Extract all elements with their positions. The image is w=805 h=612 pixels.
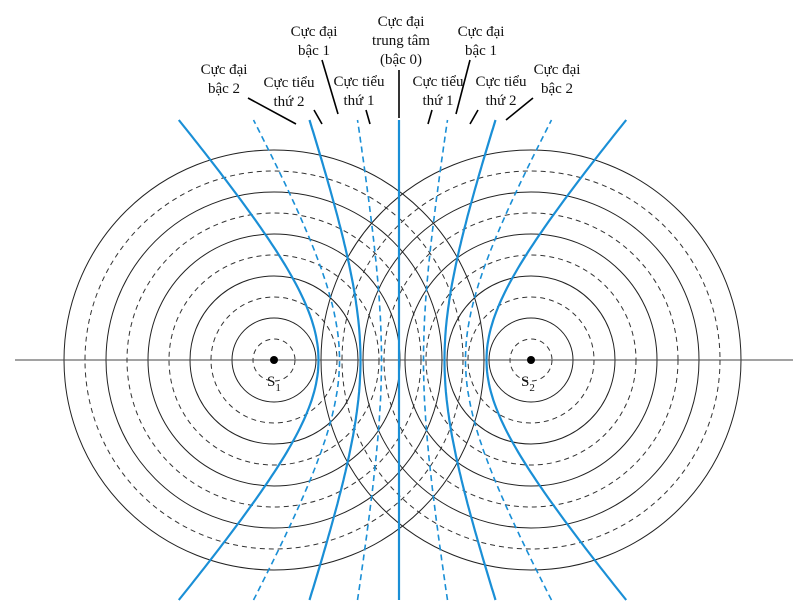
label-min1-right: Cực tiểu thứ 1: [412, 74, 464, 109]
svg-text:Cực đại: Cực đại: [291, 24, 338, 40]
svg-text:bậc 1: bậc 1: [465, 43, 497, 59]
svg-text:Cực tiểu: Cực tiểu: [333, 74, 385, 90]
svg-text:bậc 2: bậc 2: [541, 81, 573, 97]
label-min2-left: Cực tiểu thứ 2: [263, 75, 315, 110]
svg-text:thứ 2: thứ 2: [273, 94, 304, 110]
label-max1-left: Cực đại bậc 1: [291, 24, 338, 59]
label-leader-lines: [247, 59, 534, 125]
svg-text:Cực đại: Cực đại: [201, 62, 248, 78]
leader-line-min2-right: [469, 109, 479, 125]
svg-text:Cực tiểu: Cực tiểu: [475, 74, 527, 90]
label-max1-right: Cực đại bậc 1: [458, 24, 505, 59]
min2-right-curve: [464, 119, 553, 601]
max2-left-curve: [177, 119, 320, 601]
svg-text:Cực tiểu: Cực tiểu: [263, 75, 315, 91]
max1-right-curve: [443, 119, 497, 601]
svg-text:thứ 1: thứ 1: [422, 93, 453, 109]
svg-text:thứ 1: thứ 1: [343, 93, 374, 109]
source-dot-s1: [270, 356, 278, 364]
svg-text:trung tâm: trung tâm: [372, 33, 430, 49]
svg-text:Cực đại: Cực đại: [534, 62, 581, 78]
min1-left-curve: [356, 119, 383, 601]
leader-line-min2-left: [313, 109, 323, 125]
svg-text:Cực đại: Cực đại: [458, 24, 505, 40]
label-max0: Cực đại trung tâm (bậc 0): [372, 14, 430, 68]
leader-line-min1-right: [427, 109, 433, 125]
svg-text:bậc 2: bậc 2: [208, 81, 240, 97]
label-max2-left: Cực đại bậc 2: [201, 62, 248, 97]
label-min1-left: Cực tiểu thứ 1: [333, 74, 385, 109]
min1-right-curve: [422, 119, 449, 601]
interference-lines: [177, 119, 628, 601]
leader-line-max1-left: [321, 59, 339, 115]
source-label-s1: S1: [267, 374, 281, 394]
leader-line-max2-left: [247, 97, 297, 125]
max2-right-curve: [485, 119, 628, 601]
svg-text:Cực tiểu: Cực tiểu: [412, 74, 464, 90]
max1-left-curve: [308, 119, 362, 601]
svg-text:thứ 2: thứ 2: [485, 93, 516, 109]
leader-line-min1-left: [365, 109, 371, 125]
source-label-s2: S2: [521, 374, 535, 394]
svg-text:Cực đại: Cực đại: [378, 14, 425, 30]
label-min2-right: Cực tiểu thứ 2: [475, 74, 527, 109]
svg-text:bậc 1: bậc 1: [298, 43, 330, 59]
leader-line-max2-right: [505, 97, 534, 121]
source-dot-s2: [527, 356, 535, 364]
svg-text:(bậc 0): (bậc 0): [380, 52, 422, 68]
min2-left-curve: [252, 119, 341, 601]
label-max2-right: Cực đại bậc 2: [534, 62, 581, 97]
leader-line-max1-right: [455, 59, 471, 115]
